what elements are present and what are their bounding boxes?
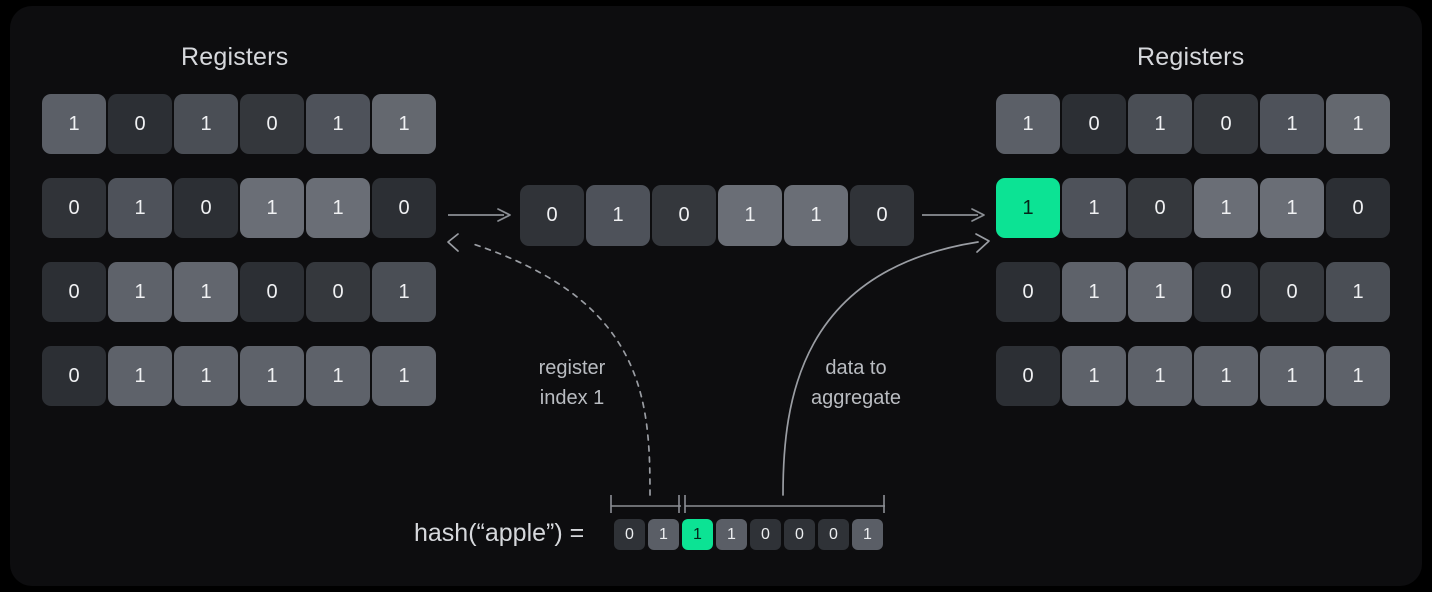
register-cell-1-3: 1 [240, 178, 304, 238]
register-cell-3-5: 1 [372, 346, 436, 406]
register-cell-0-3: 0 [240, 94, 304, 154]
hash-bit-4: 0 [750, 519, 781, 550]
selected-register-cell-0: 0 [520, 185, 584, 246]
data-to-aggregate-label: data to aggregate [810, 357, 902, 409]
register-cell-0-5: 1 [1326, 94, 1390, 154]
register-cell-0-1: 0 [1062, 94, 1126, 154]
register-cell-3-1: 1 [108, 346, 172, 406]
register-cell-3-1: 1 [1062, 346, 1126, 406]
register-cell-0-5: 1 [372, 94, 436, 154]
register-cell-2-2: 1 [174, 262, 238, 322]
register-cell-0-4: 1 [306, 94, 370, 154]
register-cell-0-0: 1 [996, 94, 1060, 154]
register-cell-1-4: 1 [1260, 178, 1324, 238]
register-cell-2-4: 0 [306, 262, 370, 322]
selected-register-cell-5: 0 [850, 185, 914, 246]
register-cell-1-1: 1 [1062, 178, 1126, 238]
register-cell-1-4: 1 [306, 178, 370, 238]
selected-register-cell-1: 1 [586, 185, 650, 246]
register-cell-3-0: 0 [42, 346, 106, 406]
register-cell-1-5: 0 [1326, 178, 1390, 238]
register-cell-1-2: 0 [1128, 178, 1192, 238]
register-cell-2-4: 0 [1260, 262, 1324, 322]
selected-register-cell-4: 1 [784, 185, 848, 246]
hash-split-bracket [610, 495, 885, 513]
register-cell-2-2: 1 [1128, 262, 1192, 322]
register-cell-0-3: 0 [1194, 94, 1258, 154]
register-cell-2-0: 0 [42, 262, 106, 322]
register-cell-2-5: 1 [1326, 262, 1390, 322]
hash-bit-1: 1 [648, 519, 679, 550]
register-cell-1-3: 1 [1194, 178, 1258, 238]
register-cell-2-3: 0 [1194, 262, 1258, 322]
register-cell-3-5: 1 [1326, 346, 1390, 406]
hash-bit-3: 1 [716, 519, 747, 550]
register-cell-2-0: 0 [996, 262, 1060, 322]
read-register-arrow [448, 208, 511, 222]
register-cell-2-1: 1 [108, 262, 172, 322]
left-registers-title: Registers [181, 43, 289, 71]
register-cell-1-1: 1 [108, 178, 172, 238]
register-cell-3-0: 0 [996, 346, 1060, 406]
register-cell-3-4: 1 [1260, 346, 1324, 406]
register-cell-3-3: 1 [240, 346, 304, 406]
hash-bit-0: 0 [614, 519, 645, 550]
write-register-arrow [922, 208, 985, 222]
hash-expression-label: hash(“apple”) = [414, 519, 585, 547]
register-cell-1-0: 0 [42, 178, 106, 238]
register-cell-2-1: 1 [1062, 262, 1126, 322]
hash-bit-6: 0 [818, 519, 849, 550]
register-cell-2-5: 1 [372, 262, 436, 322]
selected-register-cell-2: 0 [652, 185, 716, 246]
register-cell-0-2: 1 [1128, 94, 1192, 154]
selected-register-cell-3: 1 [718, 185, 782, 246]
hash-bit-5: 0 [784, 519, 815, 550]
register-cell-1-5: 0 [372, 178, 436, 238]
register-cell-3-4: 1 [306, 346, 370, 406]
register-cell-3-3: 1 [1194, 346, 1258, 406]
register-cell-1-2: 0 [174, 178, 238, 238]
register-cell-3-2: 1 [1128, 346, 1192, 406]
register-cell-0-4: 1 [1260, 94, 1324, 154]
register-cell-1-0: 1 [996, 178, 1060, 238]
register-cell-3-2: 1 [174, 346, 238, 406]
register-cell-2-3: 0 [240, 262, 304, 322]
register-cell-0-2: 1 [174, 94, 238, 154]
register-index-label: register index 1 [538, 357, 606, 409]
register-cell-0-1: 0 [108, 94, 172, 154]
hash-bit-7: 1 [852, 519, 883, 550]
register-cell-0-0: 1 [42, 94, 106, 154]
hash-bit-2: 1 [682, 519, 713, 550]
right-registers-title: Registers [1137, 43, 1245, 71]
